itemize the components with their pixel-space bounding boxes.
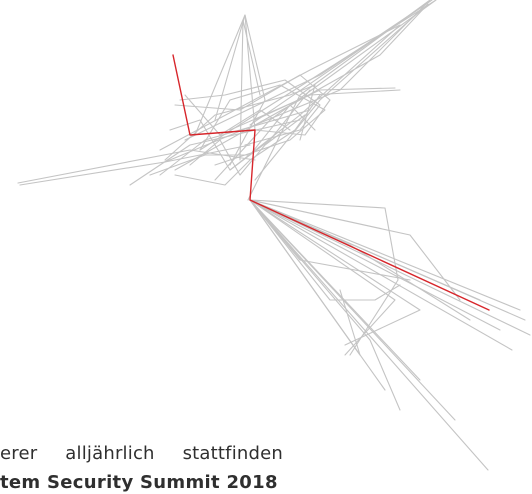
gray-lines <box>17 0 531 471</box>
body-text-line-1: erer alljährlich stattfinden <box>0 443 284 464</box>
body-text-line-2: tem Security Summit 2018 <box>0 472 278 493</box>
highlighted-path <box>172 54 490 311</box>
